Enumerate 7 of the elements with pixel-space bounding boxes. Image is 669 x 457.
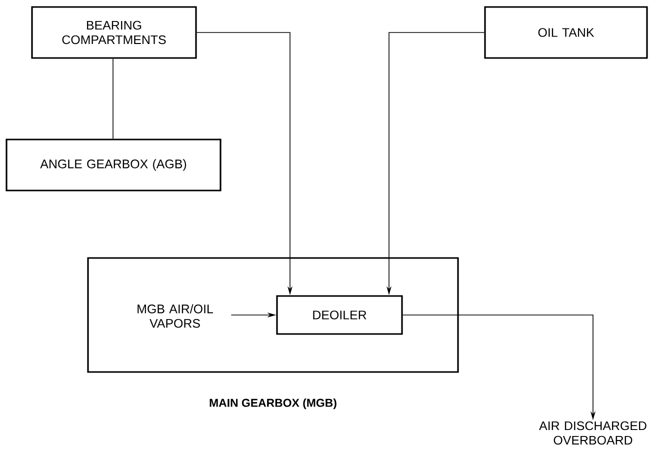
node-label: MAIN GEARBOX (MGB) — [210, 398, 336, 410]
component-box: DEOILER — [276, 295, 403, 335]
component-box: OIL TANK — [484, 6, 648, 59]
component-box: BEARING COMPARTMENTS — [31, 6, 197, 59]
component-box: ANGLE GEARBOX (AGB) — [6, 138, 222, 192]
flow-label: AIR DISCHARGED OVERBOARD — [539, 421, 646, 445]
flow-label: MGB AIR/OIL VAPORS — [138, 304, 213, 328]
